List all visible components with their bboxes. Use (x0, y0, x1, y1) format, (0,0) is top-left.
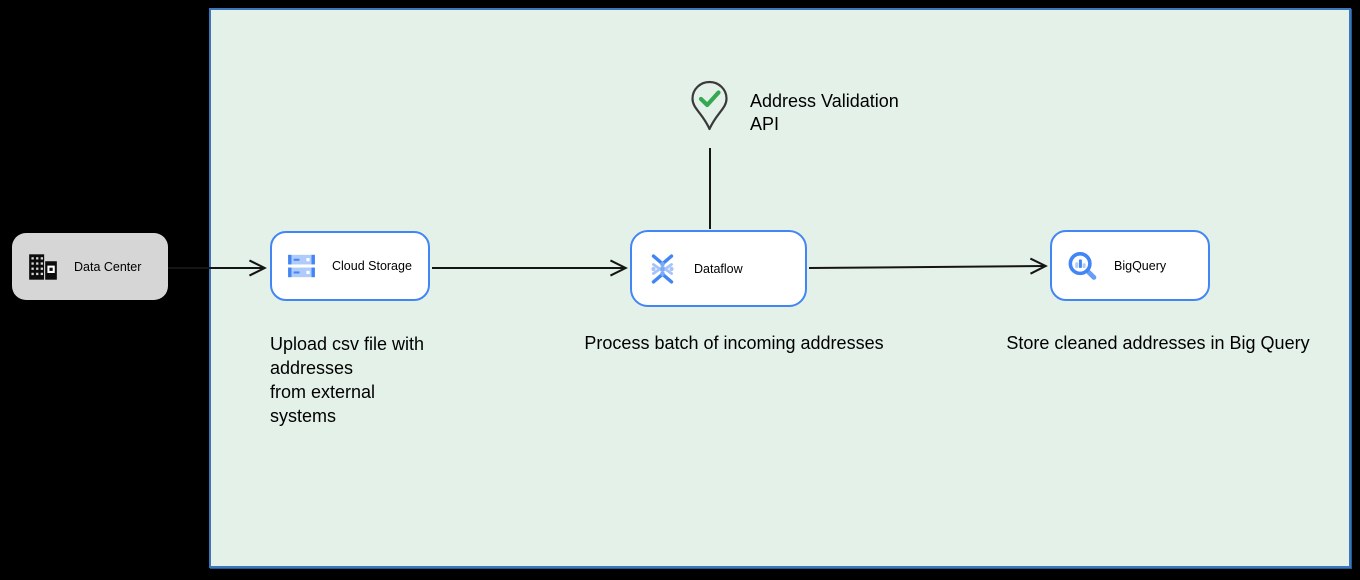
dataflow-icon (647, 252, 678, 286)
caption-dataflow: Process batch of incoming addresses (584, 333, 884, 353)
caption-cloud-storage: Upload csv file with addresses from exte… (270, 334, 425, 426)
location-pin-check-icon (689, 80, 730, 137)
node-label: BigQuery (1114, 258, 1167, 273)
bigquery-icon (1067, 250, 1098, 282)
node-label: Cloud Storage (332, 259, 412, 273)
annotation-address-validation-api: Address Validation API (750, 91, 899, 134)
node-label: Data Center (74, 259, 142, 274)
node-dataflow[interactable]: Dataflow (630, 230, 807, 307)
office-building-icon (28, 253, 58, 281)
caption-bigquery: Store cleaned addresses in Big Query (1006, 333, 1310, 353)
cloud-storage-icon (287, 253, 316, 279)
node-data-center[interactable]: Data Center (12, 233, 168, 300)
node-cloud-storage[interactable]: Cloud Storage (270, 231, 430, 301)
node-label: Dataflow (694, 261, 743, 276)
node-bigquery[interactable]: BigQuery (1050, 230, 1210, 301)
